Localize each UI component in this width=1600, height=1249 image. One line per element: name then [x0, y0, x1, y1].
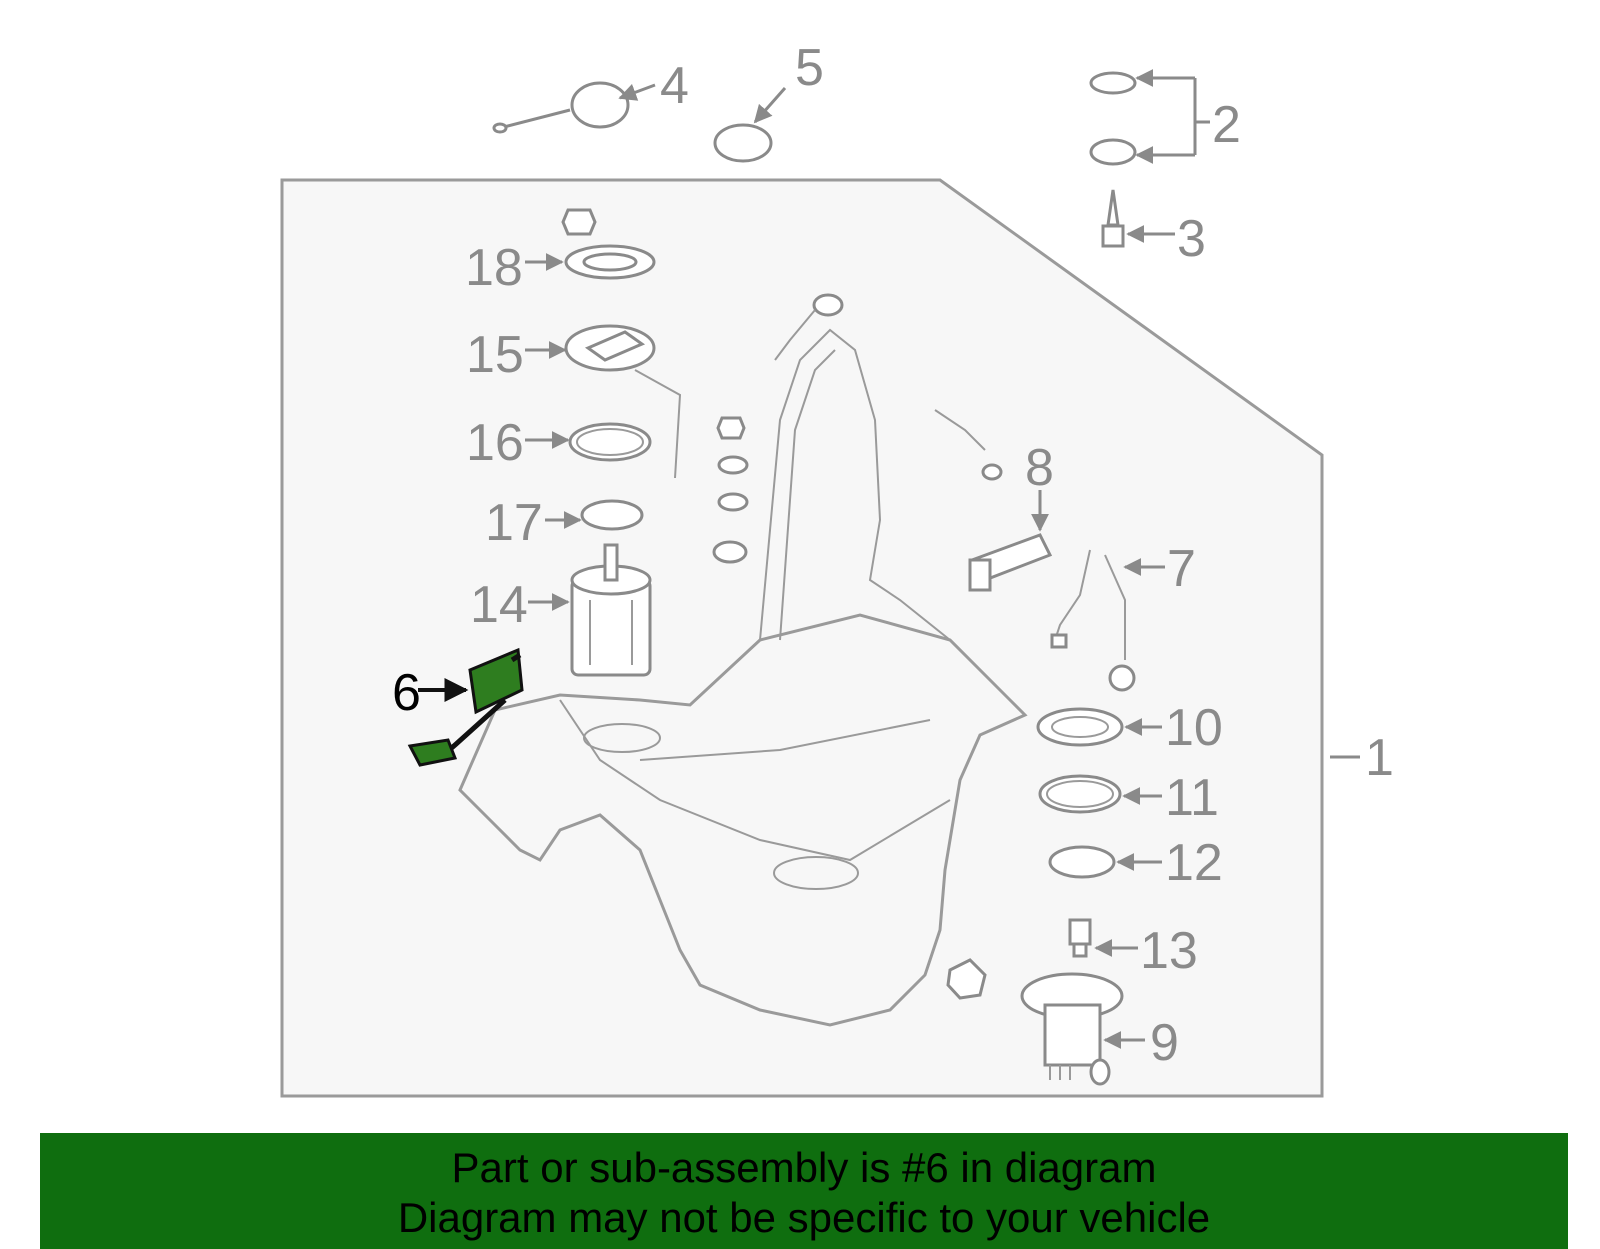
banner-line-disclaimer: Diagram may not be specific to your vehi… — [397, 1194, 1211, 1241]
part-6-highlighted[interactable] — [407, 647, 524, 767]
part-15-flange — [525, 324, 682, 479]
part-14-fuel-pump — [528, 543, 652, 677]
callout-3: 3 — [1177, 210, 1206, 268]
callout-18: 18 — [465, 239, 523, 297]
part-13-valve — [1068, 918, 1138, 958]
part-10-ring — [1036, 707, 1162, 747]
callout-16: 16 — [466, 414, 524, 472]
part-4-cap — [492, 81, 656, 134]
banner-line-part-info: Part or sub-assembly is #6 in diagram — [451, 1144, 1157, 1191]
callout-2: 2 — [1212, 96, 1241, 154]
callout-4: 4 — [660, 57, 689, 115]
info-banner: Part or sub-assembly is #6 in diagram Di… — [40, 1133, 1568, 1249]
callout-7: 7 — [1167, 540, 1196, 598]
callout-14: 14 — [470, 576, 528, 634]
part-16-gasket — [525, 422, 652, 462]
callout-17: 17 — [485, 494, 543, 552]
part-11-gasket — [1038, 774, 1162, 814]
part-8-sensor — [934, 409, 1053, 592]
part-18-lock-ring — [525, 208, 656, 280]
callout-6: 6 — [392, 664, 421, 722]
callout-11: 11 — [1165, 769, 1219, 827]
part-17-o-ring — [545, 499, 644, 531]
callout-12: 12 — [1165, 834, 1223, 892]
callout-5: 5 — [795, 39, 824, 97]
part-5-ring — [713, 87, 787, 163]
tank-small-hardware — [712, 416, 749, 564]
part-12-o-ring — [1048, 845, 1162, 879]
callout-15: 15 — [466, 326, 524, 384]
drain-plug — [946, 958, 987, 1000]
part-9-sender — [1020, 972, 1145, 1086]
callout-10: 10 — [1165, 699, 1223, 757]
callout-1: 1 — [1365, 729, 1394, 787]
callout-8: 8 — [1025, 439, 1054, 497]
part-7-harness — [1050, 549, 1165, 692]
callout-9: 9 — [1150, 1014, 1179, 1072]
callout-13: 13 — [1140, 922, 1198, 980]
fuel-tank — [458, 293, 1028, 1027]
part-2-washers — [1089, 69, 1210, 166]
part-3-bolt — [1101, 189, 1175, 248]
